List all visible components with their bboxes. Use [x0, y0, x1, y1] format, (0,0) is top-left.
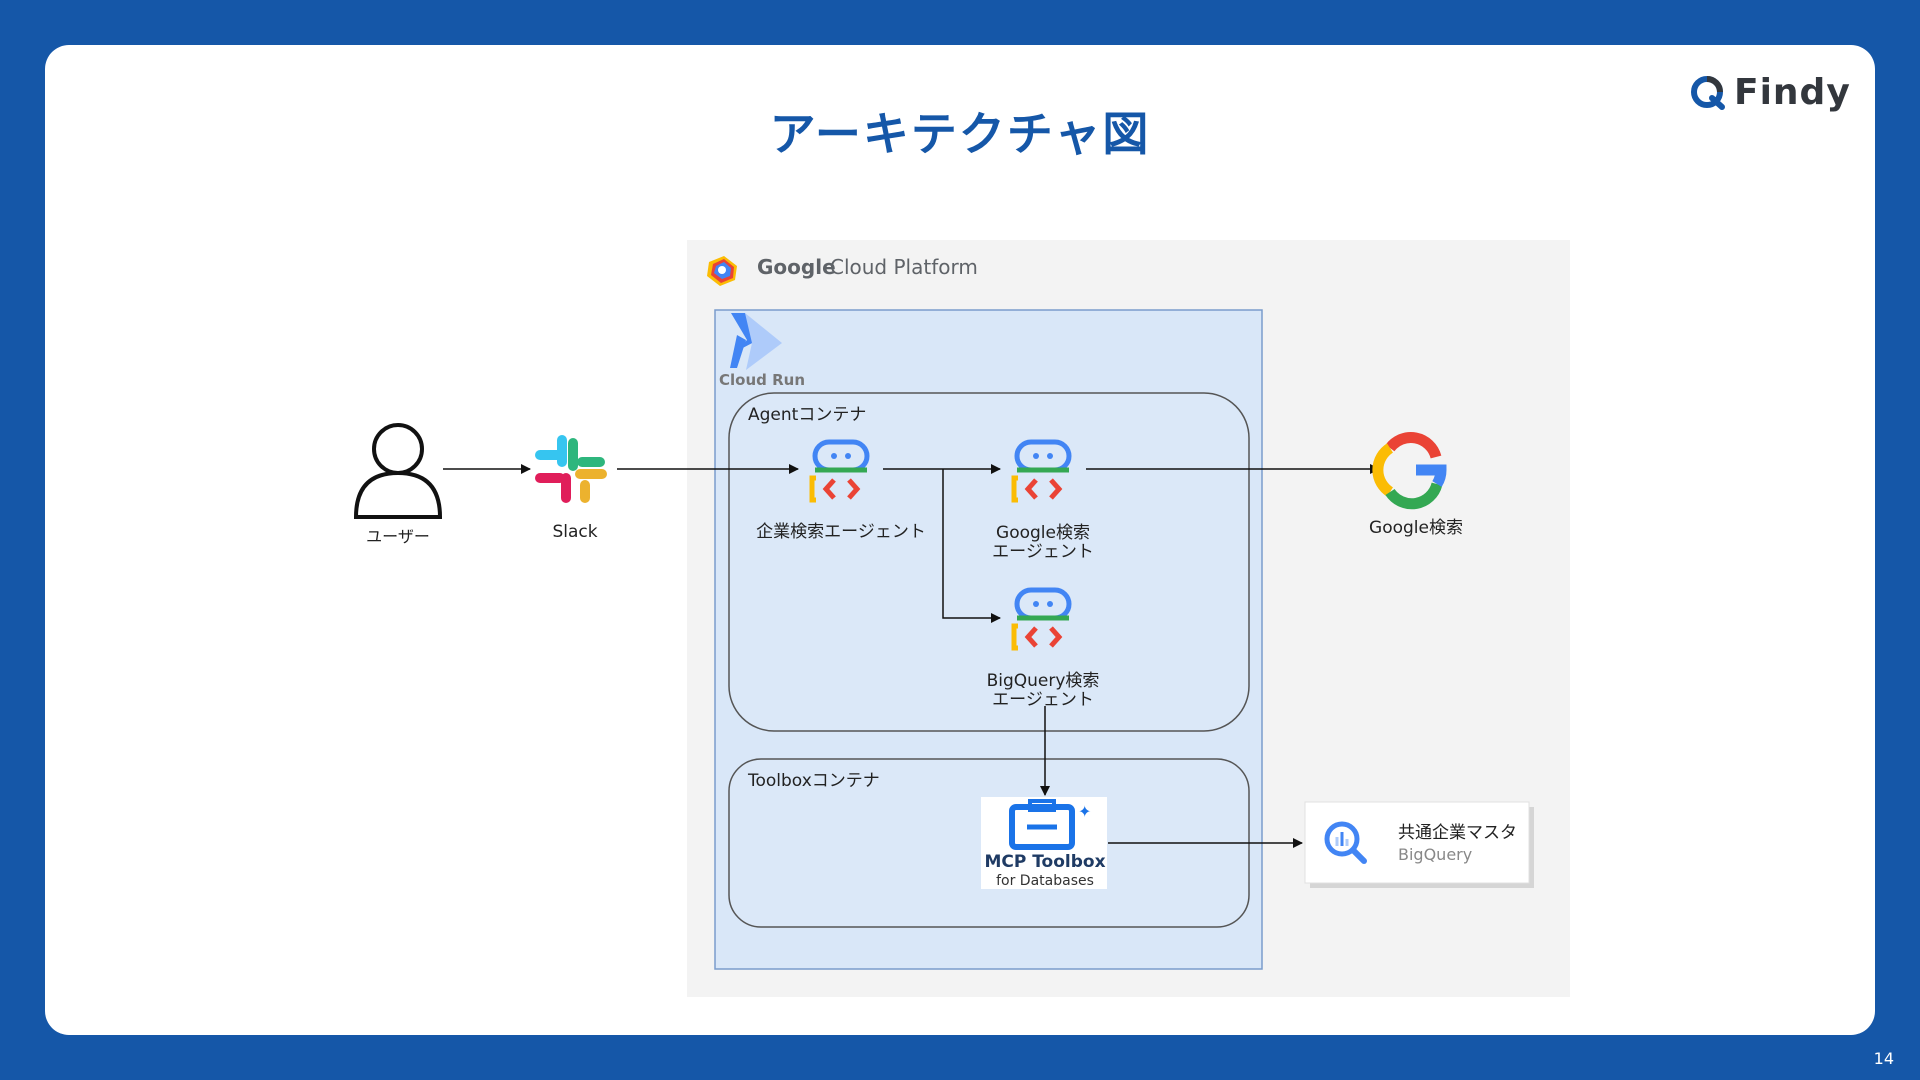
agent-container-label: Agentコンテナ	[748, 405, 866, 425]
google-g-icon	[1372, 432, 1447, 510]
sparkle-icon: ✦	[1078, 802, 1091, 821]
agent-bot-icon	[809, 439, 870, 503]
bigquery-agent-label-line2: エージェント	[992, 690, 1094, 710]
mcp-toolbox-subtitle: for Databases	[996, 873, 1094, 889]
bigquery-agent-label-line1: BigQuery検索	[987, 671, 1100, 691]
cloud-run-label: Cloud Run	[719, 371, 805, 389]
user-icon	[353, 423, 443, 519]
arrow-company-to-bigquery-agent	[942, 469, 1001, 623]
slack-node: Slack	[535, 435, 607, 542]
bigquery-title: 共通企業マスタ	[1398, 823, 1517, 843]
gcp-brand-label: Google	[757, 255, 836, 279]
google-search-node: Google検索	[1369, 432, 1463, 538]
slack-icon	[535, 435, 607, 503]
mcp-toolbox-title: MCP Toolbox	[984, 852, 1105, 872]
bigquery-agent-node: BigQuery検索 エージェント	[987, 587, 1100, 710]
gcp-logo-icon	[707, 256, 737, 286]
findy-logo-icon	[1691, 76, 1725, 110]
findy-logo: Findy	[1690, 70, 1851, 114]
toolbox-container-label: Toolboxコンテナ	[747, 771, 880, 791]
agent-bot-icon	[1011, 439, 1072, 503]
google-agent-node: Google検索 エージェント	[992, 439, 1094, 562]
agent-bot-icon	[1011, 587, 1072, 651]
google-search-label: Google検索	[1369, 518, 1463, 538]
google-agent-label-line2: エージェント	[992, 542, 1094, 562]
toolbox-icon: ✦	[1009, 799, 1091, 850]
bigquery-node: 共通企業マスタ BigQuery	[1304, 801, 1534, 888]
agent-container: Agentコンテナ	[728, 392, 1250, 732]
slack-label: Slack	[552, 522, 597, 542]
bigquery-icon	[1324, 821, 1367, 864]
page-number: 14	[1873, 1049, 1894, 1068]
google-agent-label-line1: Google検索	[996, 523, 1090, 543]
slide-title: アーキテクチャ図	[769, 107, 1151, 161]
cloud-run-icon	[730, 313, 782, 370]
findy-logo-text: Findy	[1734, 71, 1851, 113]
mcp-toolbox-node: ✦ MCP Toolbox for Databases	[981, 797, 1107, 889]
company-agent-node: 企業検索エージェント	[756, 439, 926, 542]
bigquery-subtitle: BigQuery	[1398, 845, 1472, 864]
user-node: ユーザー	[353, 423, 443, 546]
gcp-name-label: Cloud Platform	[830, 255, 978, 279]
connectors	[443, 464, 1380, 848]
user-label: ユーザー	[366, 527, 430, 546]
company-agent-label: 企業検索エージェント	[756, 522, 926, 542]
